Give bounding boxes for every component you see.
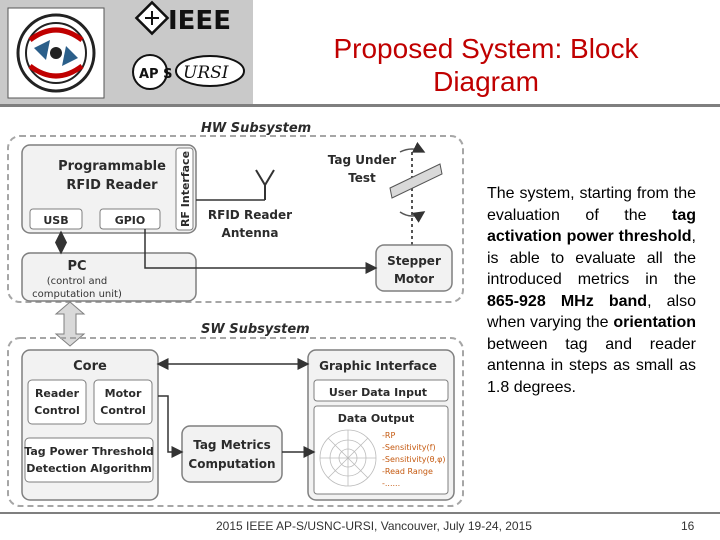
stepper-label-1: Stepper <box>387 254 441 268</box>
tag-label-1: Tag Under <box>328 153 397 167</box>
description-part-3: , also when varying the <box>487 292 696 332</box>
output-item-1: -RP <box>382 431 395 440</box>
description-bold-3: orientation <box>613 314 696 331</box>
user-data-input-label: User Data Input <box>329 386 427 399</box>
reader-control-label-1: Reader <box>35 387 80 400</box>
output-item-2: -Sensitivity(f) <box>382 443 436 452</box>
antenna-icon <box>196 169 275 201</box>
gpio-label: GPIO <box>115 214 146 227</box>
description-part-2: , is able to evaluate all the introduced… <box>487 228 696 288</box>
tag-under-test-icon <box>389 141 443 247</box>
description-part-1: The system, starting from the evaluation… <box>487 185 696 224</box>
core-block: Core Reader Control Motor Control Tag Po… <box>21 349 159 501</box>
page-number: 16 <box>681 519 695 533</box>
title-line-1: Proposed System: Block <box>333 33 639 64</box>
header-divider <box>0 104 720 107</box>
graphic-interface-label: Graphic Interface <box>319 359 437 373</box>
motor-control-label-1: Motor <box>105 387 142 400</box>
hw-sw-link-arrow <box>54 301 86 347</box>
footer-divider <box>0 512 720 514</box>
usb-label: USB <box>43 214 68 227</box>
metrics-label-1: Tag Metrics <box>193 438 271 452</box>
sw-subsystem-frame <box>7 337 464 507</box>
stepper-label-2: Motor <box>394 272 434 286</box>
reader-label-2: RFID Reader <box>66 178 158 193</box>
ursi-logo: URSI <box>175 55 245 87</box>
metrics-label-2: Computation <box>188 457 275 471</box>
rf-interface-label: RF Interface <box>179 151 192 227</box>
stepper-motor-block: Stepper Motor <box>375 244 453 292</box>
ursi-wordmark: URSI <box>183 63 229 83</box>
reader-label-1: Programmable <box>58 159 166 174</box>
pc-sub-1: (control and <box>47 276 108 287</box>
pc-label: PC <box>67 259 86 274</box>
description-text: The system, starting from the evaluation… <box>487 183 696 398</box>
graphic-interface-block: Graphic Interface User Data Input Data O… <box>307 349 455 501</box>
block-diagram: HW Subsystem Programmable RFID Reader RF… <box>0 112 478 512</box>
polar-plot-icon <box>319 429 377 487</box>
sw-subsystem-title: SW Subsystem <box>201 322 310 337</box>
ieee-wordmark: IEEE <box>168 6 231 36</box>
threshold-label-1: Tag Power Threshold <box>24 445 154 458</box>
hw-subsystem-frame <box>7 135 464 303</box>
output-item-3: -Sensitivity(θ,φ) <box>382 455 446 464</box>
conference-emblem-logo <box>7 7 105 99</box>
reader-control-label-2: Control <box>34 404 79 417</box>
title-line-2: Diagram <box>433 66 539 97</box>
ieee-logo: IEEE <box>134 0 231 36</box>
aps-logo: AP S <box>132 54 172 90</box>
pc-sub-2: computation unit) <box>32 289 122 300</box>
footer-conference-text: 2015 IEEE AP-S/USNC-URSI, Vancouver, Jul… <box>216 519 532 533</box>
output-item-4: -Read Range <box>382 467 433 476</box>
motor-control-label-2: Control <box>100 404 145 417</box>
pc-block: PC (control and computation unit) <box>21 252 197 302</box>
slide-title: Proposed System: Block Diagram <box>256 32 716 98</box>
core-label: Core <box>73 359 107 374</box>
logo-panel: IEEE AP S URSI <box>0 0 253 104</box>
antenna-label-2: Antenna <box>222 226 279 240</box>
output-item-5: -...... <box>382 479 400 488</box>
description-bold-2: 865-928 MHz band <box>487 292 648 310</box>
data-output-label: Data Output <box>338 412 414 425</box>
tag-label-2: Test <box>348 171 376 185</box>
tag-metrics-block: Tag Metrics Computation <box>181 425 283 483</box>
description-part-4: between tag and reader antenna in steps … <box>487 335 696 396</box>
antenna-label-1: RFID Reader <box>208 208 292 222</box>
threshold-label-2: Detection Algorithm <box>26 462 152 475</box>
description-bold-1: tag activation power threshold <box>487 206 696 246</box>
aps-wordmark: AP S <box>139 67 172 82</box>
hw-subsystem-title: HW Subsystem <box>201 121 311 136</box>
rfid-reader-block: Programmable RFID Reader RF Interface US… <box>21 144 197 234</box>
